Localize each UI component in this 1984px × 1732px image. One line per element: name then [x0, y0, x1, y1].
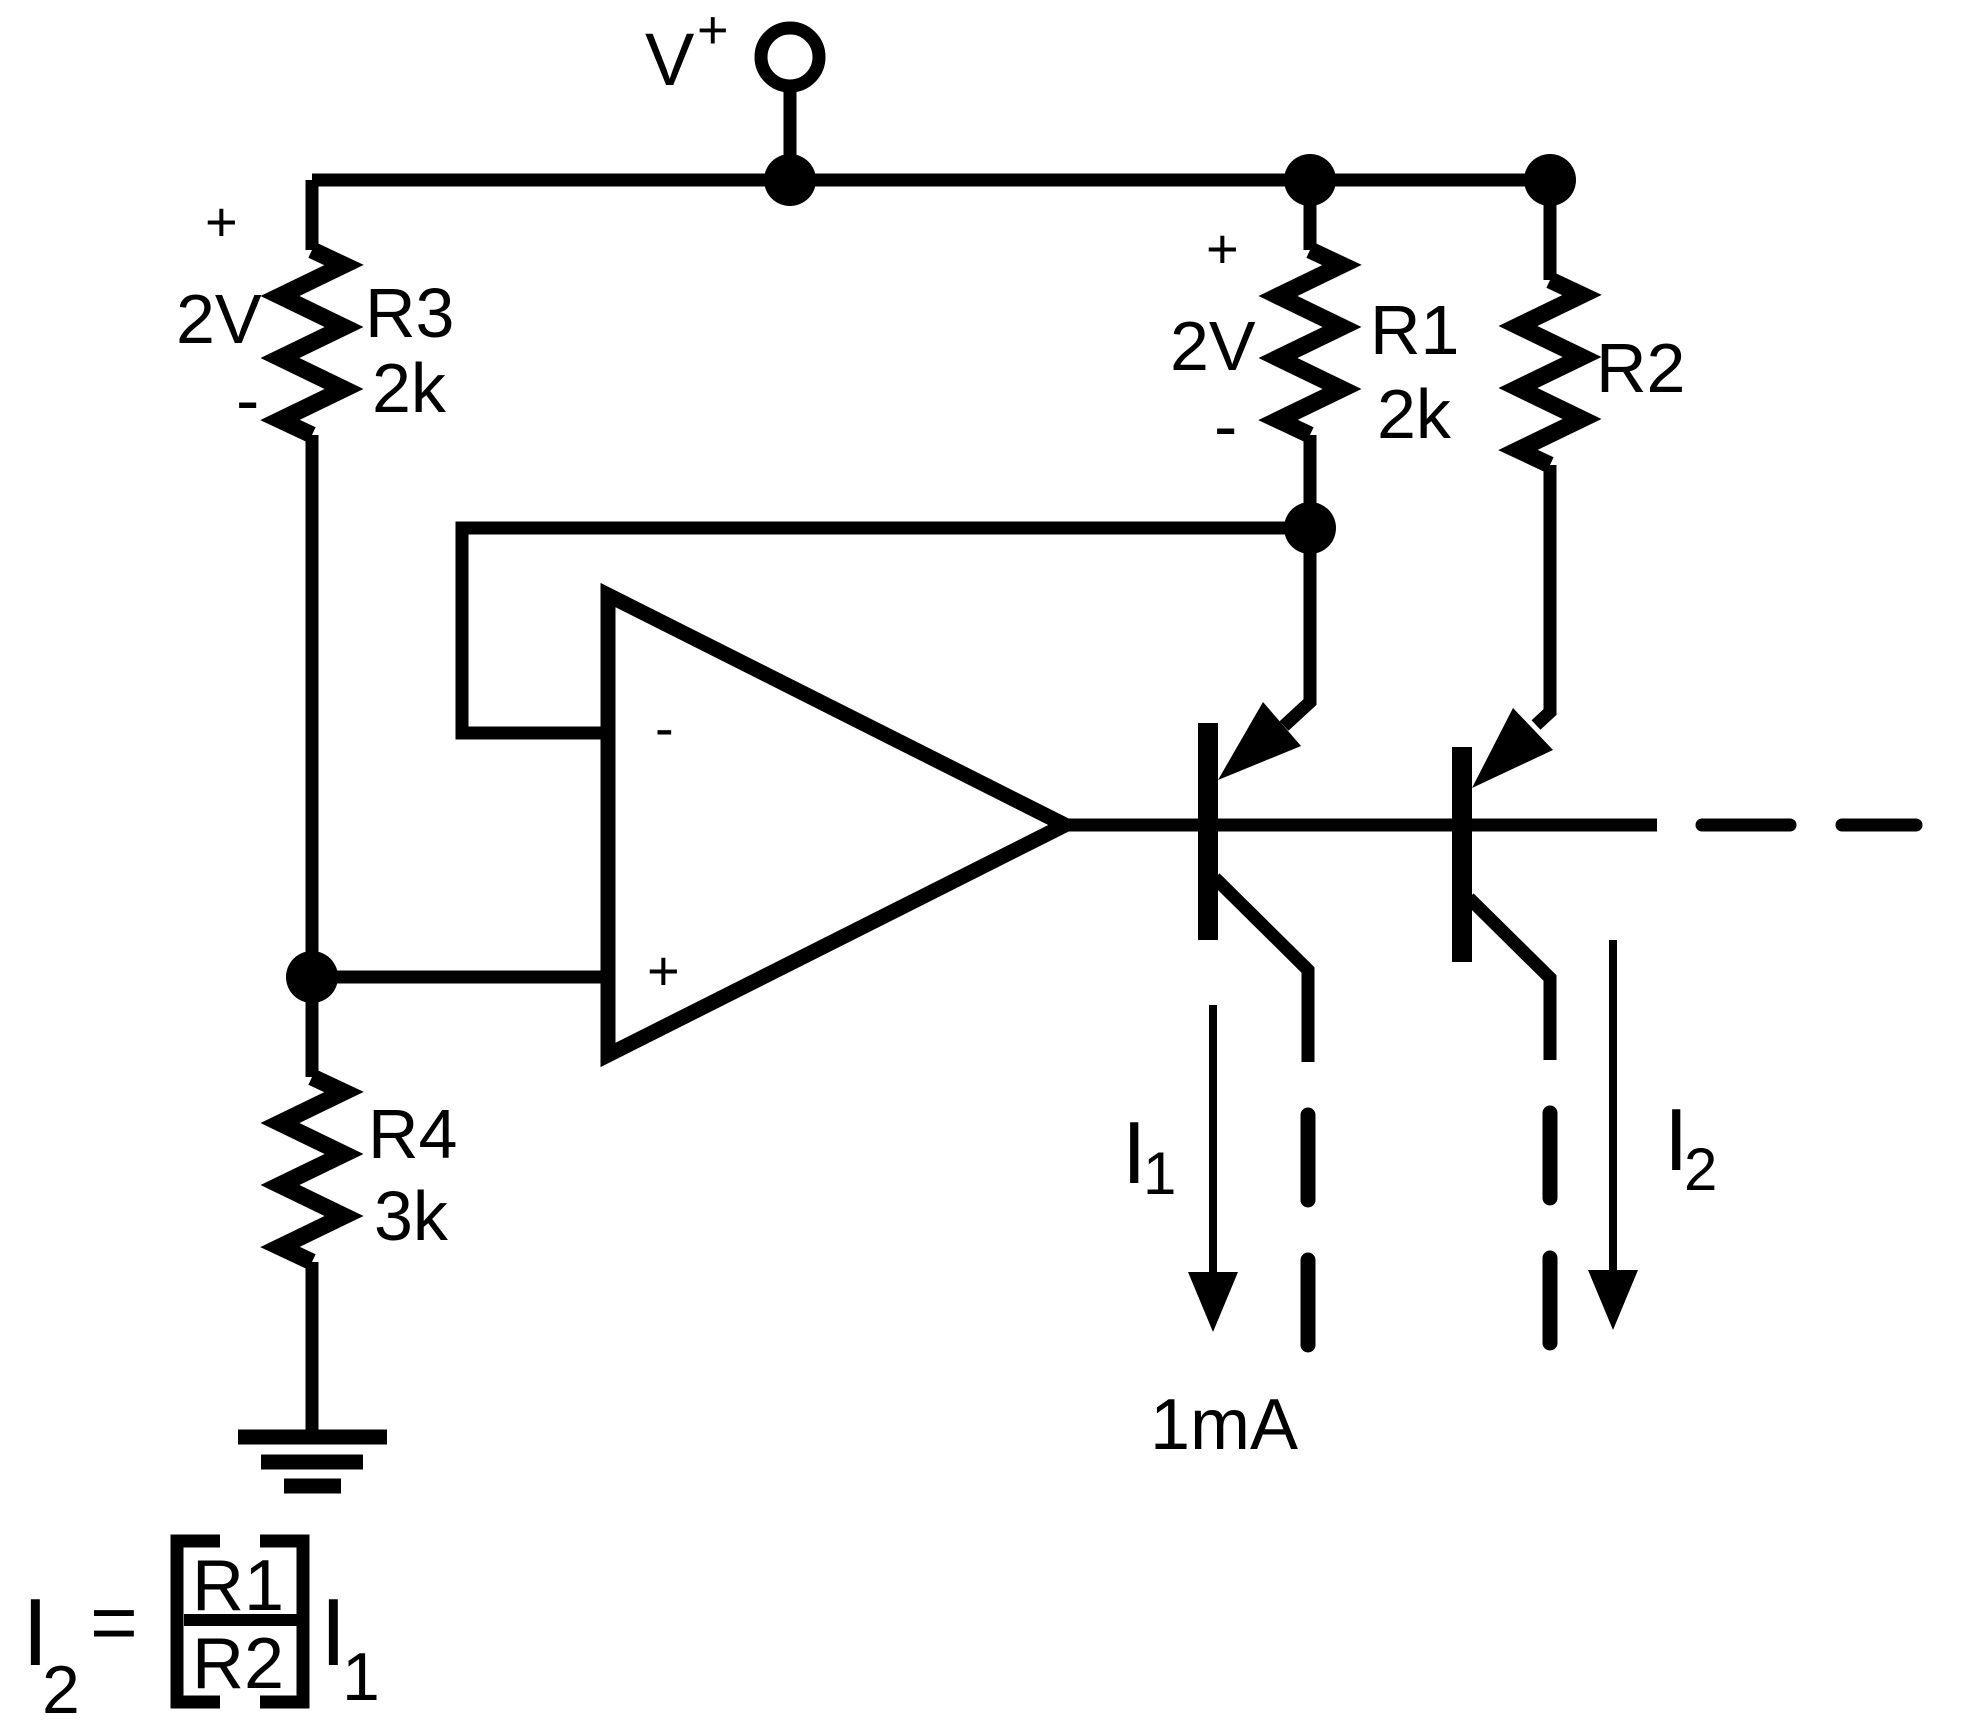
i1-arrowhead-icon — [1188, 1272, 1238, 1332]
current-arrow-i2: I 2 — [1588, 940, 1717, 1330]
r3-voltage-label: 2V — [176, 280, 262, 358]
i1-symbol: I — [1122, 1103, 1146, 1202]
resistor-r1: + 2V - R1 2k — [1170, 154, 1459, 554]
formula-denominator: R2 — [192, 1624, 284, 1704]
q2-collector-wire — [1464, 893, 1557, 1060]
q1-emitter-arrow-icon — [1218, 702, 1301, 780]
r1-zigzag — [1258, 242, 1362, 443]
r1-value-label: 2k — [1377, 375, 1452, 453]
i1-value-label: 1mA — [1150, 1385, 1298, 1465]
resistor-r3: + 2V - R3 2k — [176, 180, 454, 977]
r4-name-label: R4 — [368, 1095, 457, 1173]
formula-bracket-left — [170, 1534, 220, 1709]
r2-name-label: R2 — [1596, 329, 1685, 407]
feedback-path — [455, 521, 1310, 740]
formula-numerator: R1 — [192, 1546, 284, 1626]
formula-rhs-symbol: I — [320, 1579, 347, 1686]
formula-equals: = — [90, 1577, 138, 1668]
junction-dot — [764, 154, 816, 206]
formula-lhs-symbol: I — [22, 1579, 49, 1686]
r4-value-label: 3k — [374, 1177, 449, 1255]
formula: I 2 = R1 R2 I 1 — [22, 1534, 380, 1728]
i2-subscript: 2 — [1684, 1136, 1717, 1203]
r1-polarity-plus: + — [1206, 217, 1239, 280]
r3-polarity-minus: - — [236, 361, 259, 439]
transistor-q1 — [1198, 528, 1317, 1360]
r3-polarity-plus: + — [205, 190, 238, 253]
opamp-noninverting-label: + — [647, 939, 680, 1002]
r3-zigzag — [260, 242, 364, 443]
r2-zigzag — [1498, 272, 1602, 473]
q2-emitter-wire — [1531, 465, 1557, 730]
opamp: - + — [600, 582, 1082, 1068]
q2-emitter-arrow-icon — [1472, 708, 1553, 788]
formula-lhs-subscript: 2 — [42, 1652, 80, 1728]
current-arrow-i1: I 1 1mA — [1122, 1005, 1298, 1465]
q1-emitter-wire — [1279, 528, 1317, 731]
resistor-r2: R2 — [1498, 154, 1685, 473]
i1-subscript: 1 — [1143, 1140, 1176, 1207]
formula-bracket-right — [260, 1534, 310, 1709]
r3-name-label: R3 — [365, 274, 454, 352]
i2-symbol: I — [1664, 1090, 1688, 1189]
formula-rhs-subscript: 1 — [342, 1639, 380, 1715]
r4-zigzag — [260, 1069, 364, 1270]
r1-polarity-minus: - — [1214, 387, 1237, 465]
ground-symbol — [238, 1429, 387, 1494]
vplus-terminal: V + — [645, 0, 826, 206]
opamp-triangle — [600, 582, 1082, 1068]
q1-collector-wire — [1210, 873, 1315, 1062]
supply-label: V — [645, 18, 695, 101]
opamp-inverting-label: - — [655, 696, 674, 759]
noninverting-wire — [286, 951, 608, 1003]
resistor-r4: R4 3k — [260, 977, 457, 1437]
r1-name-label: R1 — [1370, 291, 1459, 369]
supply-superscript: + — [697, 0, 729, 60]
i2-arrowhead-icon — [1588, 1270, 1638, 1330]
feedback-wire — [455, 521, 1310, 740]
r1-voltage-label: 2V — [1170, 307, 1256, 385]
terminal-circle-icon — [754, 21, 826, 93]
transistor-q2 — [1452, 465, 1558, 1358]
r3-value-label: 2k — [372, 349, 447, 427]
